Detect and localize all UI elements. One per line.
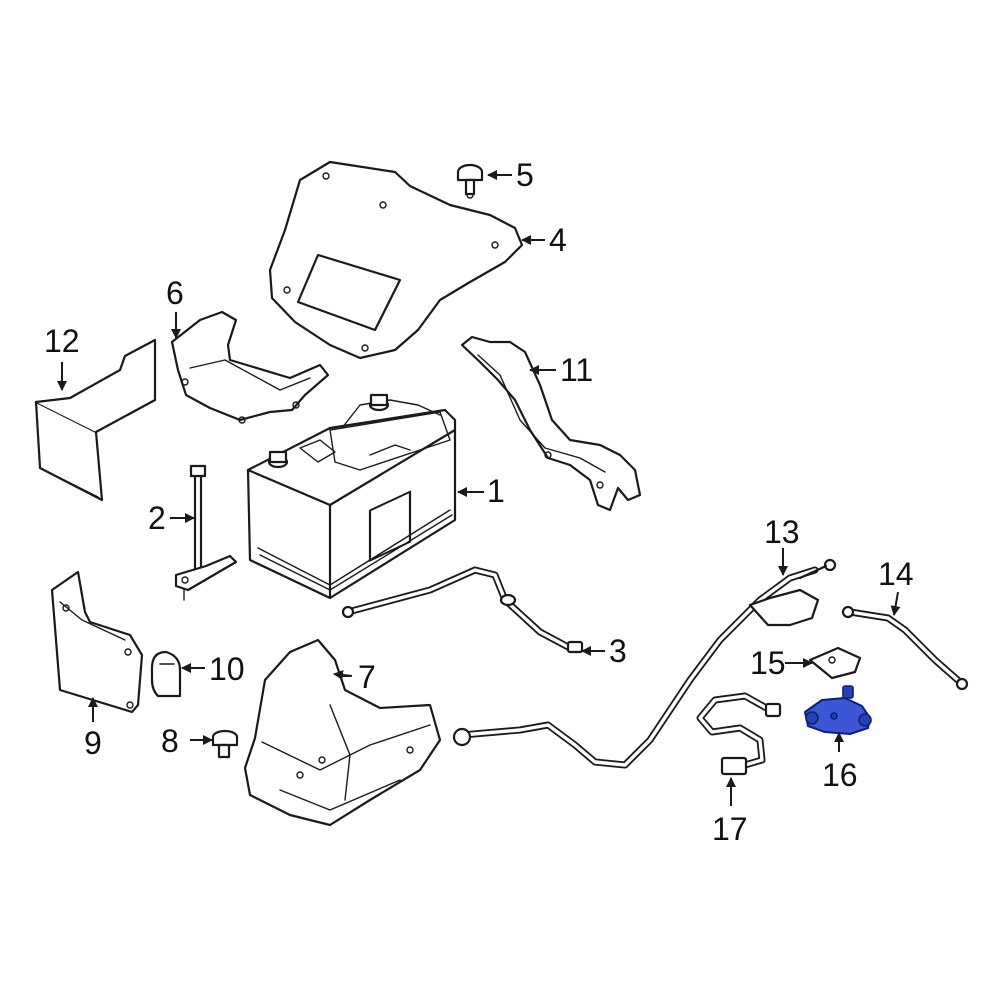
- part-10-clip[interactable]: [150, 650, 182, 698]
- part-14-strap[interactable]: [841, 605, 969, 691]
- part-13-harness[interactable]: [452, 558, 837, 769]
- callout-3: 3: [609, 633, 627, 669]
- part-9-panel[interactable]: [50, 570, 144, 714]
- part-15-bracket[interactable]: [808, 646, 862, 680]
- callout-4: 4: [549, 222, 567, 258]
- callout-11: 11: [560, 352, 593, 388]
- leader-lines: [57, 170, 901, 806]
- callout-15: 15: [750, 645, 786, 681]
- part-3-cable[interactable]: [341, 566, 584, 654]
- part-17-sensor[interactable]: [696, 692, 782, 776]
- part-16-highlighted-sensor[interactable]: [804, 685, 872, 735]
- callout-9: 9: [84, 725, 102, 761]
- part-5-bolt[interactable]: [456, 163, 484, 196]
- part-4-cover[interactable]: [268, 160, 524, 360]
- part-1-battery[interactable]: [246, 393, 457, 600]
- callout-10: 10: [209, 651, 245, 687]
- callout-2: 2: [148, 500, 166, 536]
- part-12-insulator[interactable]: [34, 338, 157, 502]
- callout-12: 12: [44, 323, 80, 359]
- callout-5: 5: [516, 157, 534, 193]
- part-11-duct[interactable]: [460, 335, 642, 512]
- callout-labels: 1 2 3 4 5 6 7 8 9 10 11 12 13 14 15 16 1…: [44, 157, 914, 847]
- callout-16: 16: [822, 757, 858, 793]
- callout-17: 17: [712, 811, 748, 847]
- callout-6: 6: [166, 275, 184, 311]
- part-2-hold-down[interactable]: [174, 464, 238, 601]
- callout-1: 1: [487, 473, 505, 509]
- callout-13: 13: [764, 514, 800, 550]
- part-7-tray[interactable]: [243, 638, 442, 827]
- part-8-bolt[interactable]: [211, 729, 239, 759]
- callout-8: 8: [161, 723, 179, 759]
- part-6-bracket[interactable]: [170, 310, 330, 424]
- callout-14: 14: [878, 556, 914, 592]
- callout-7: 7: [358, 659, 376, 695]
